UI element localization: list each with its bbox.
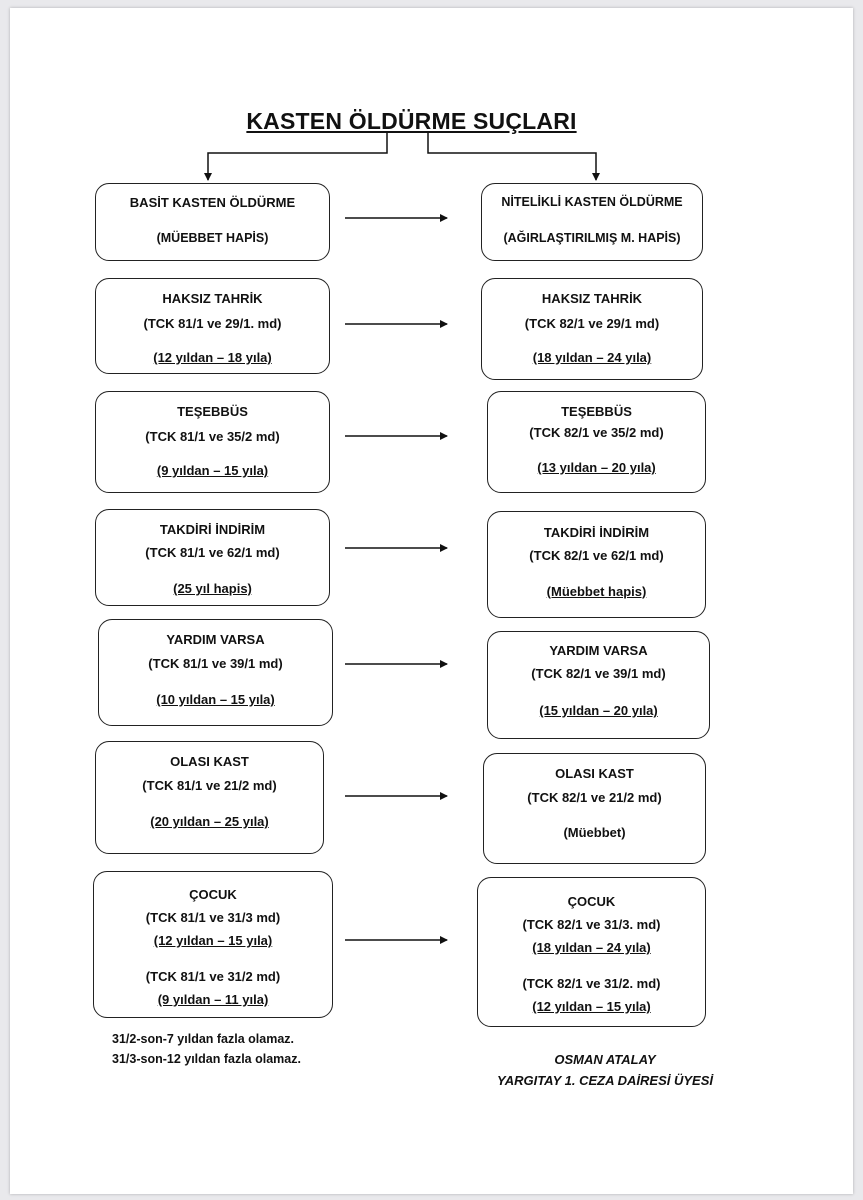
signature-role: YARGITAY 1. CEZA DAİRESİ ÜYESİ xyxy=(497,1073,713,1088)
box-penalty: (MÜEBBET HAPİS) xyxy=(156,231,269,245)
diagram-title: KASTEN ÖLDÜRME SUÇLARI xyxy=(246,108,577,134)
box-law-ref: (TCK 82/1 ve 29/1 md) xyxy=(524,316,660,331)
note-line-2: 31/3-son-12 yıldan fazla olamaz. xyxy=(112,1052,301,1066)
box-discretionary-left: TAKDİRİ İNDİRİM (TCK 81/1 ve 62/1 md) (2… xyxy=(95,509,330,606)
box-penalty: (12 yıldan – 18 yıla) xyxy=(153,350,272,365)
box-penalty: (12 yıldan – 15 yıla) xyxy=(153,933,273,948)
box-penalty: (Müebbet) xyxy=(563,825,626,840)
box-heading: HAKSIZ TAHRİK xyxy=(541,291,643,306)
box-assistance-right: YARDIM VARSA (TCK 82/1 ve 39/1 md) (15 y… xyxy=(487,631,710,739)
box-attempt-right: TEŞEBBÜS (TCK 82/1 ve 35/2 md) (13 yılda… xyxy=(487,391,706,493)
box-provocation-left: HAKSIZ TAHRİK (TCK 81/1 ve 29/1. md) (12… xyxy=(95,278,330,374)
box-heading: TEŞEBBÜS xyxy=(177,404,248,419)
box-law-ref-2: (TCK 82/1 ve 31/2. md) xyxy=(522,976,661,991)
box-penalty-2: (12 yıldan – 15 yıla) xyxy=(532,999,651,1014)
box-law-ref-2: (TCK 81/1 ve 31/2 md) xyxy=(145,969,281,984)
box-penalty: (10 yıldan – 15 yıla) xyxy=(156,692,275,707)
box-heading: NİTELİKLİ KASTEN ÖLDÜRME xyxy=(501,195,683,209)
box-heading: ÇOCUK xyxy=(189,887,237,902)
box-penalty: (20 yıldan – 25 yıla) xyxy=(150,814,269,829)
box-heading: ÇOCUK xyxy=(567,894,616,909)
box-heading: OLASI KAST xyxy=(555,766,634,781)
box-law-ref: (TCK 81/1 ve 31/3 md) xyxy=(145,910,281,925)
box-eventual-intent-left: OLASI KAST (TCK 81/1 ve 21/2 md) (20 yıl… xyxy=(95,741,324,854)
box-attempt-left: TEŞEBBÜS (TCK 81/1 ve 35/2 md) (9 yıldan… xyxy=(95,391,330,493)
box-law-ref: (TCK 82/1 ve 35/2 md) xyxy=(529,425,664,440)
signature-name: OSMAN ATALAY xyxy=(554,1052,656,1067)
box-penalty: (18 yıldan – 24 yıla) xyxy=(532,350,652,365)
box-heading: HAKSIZ TAHRİK xyxy=(162,291,263,306)
box-penalty: (13 yıldan – 20 yıla) xyxy=(537,460,656,475)
box-child-left: ÇOCUK (TCK 81/1 ve 31/3 md) (12 yıldan –… xyxy=(93,871,333,1018)
box-penalty: (AĞIRLAŞTIRILMIŞ M. HAPİS) xyxy=(503,231,681,245)
box-penalty: (15 yıldan – 20 yıla) xyxy=(539,703,658,718)
box-law-ref: (TCK 82/1 ve 39/1 md) xyxy=(531,666,666,681)
box-law-ref: (TCK 82/1 ve 31/3. md) xyxy=(522,917,661,932)
box-provocation-right: HAKSIZ TAHRİK (TCK 82/1 ve 29/1 md) (18 … xyxy=(481,278,703,380)
box-penalty-2: (9 yıldan – 11 yıla) xyxy=(157,992,269,1007)
box-law-ref: (TCK 81/1 ve 29/1. md) xyxy=(143,316,282,331)
box-heading: BASİT KASTEN ÖLDÜRME xyxy=(129,195,296,210)
box-penalty: (25 yıl hapis) xyxy=(173,581,252,596)
box-penalty: (18 yıldan – 24 yıla) xyxy=(532,940,651,955)
box-law-ref: (TCK 82/1 ve 62/1 md) xyxy=(529,548,664,563)
note-line-1: 31/2-son-7 yıldan fazla olamaz. xyxy=(112,1032,295,1046)
box-eventual-intent-right: OLASI KAST (TCK 82/1 ve 21/2 md) (Müebbe… xyxy=(483,753,706,864)
box-heading: TEŞEBBÜS xyxy=(561,404,632,419)
box-heading: YARDIM VARSA xyxy=(549,643,648,658)
box-heading: TAKDİRİ İNDİRİM xyxy=(543,525,650,540)
box-penalty: (Müebbet hapis) xyxy=(546,584,647,599)
box-basic-left: BASİT KASTEN ÖLDÜRME (MÜEBBET HAPİS) xyxy=(95,183,330,261)
box-law-ref: (TCK 81/1 ve 62/1 md) xyxy=(145,545,280,560)
box-assistance-left: YARDIM VARSA (TCK 81/1 ve 39/1 md) (10 y… xyxy=(98,619,333,726)
box-penalty: (9 yıldan – 15 yıla) xyxy=(156,463,269,478)
box-discretionary-right: TAKDİRİ İNDİRİM (TCK 82/1 ve 62/1 md) (M… xyxy=(487,511,706,618)
box-law-ref: (TCK 82/1 ve 21/2 md) xyxy=(527,790,662,805)
box-heading: YARDIM VARSA xyxy=(166,632,265,647)
box-basic-right: NİTELİKLİ KASTEN ÖLDÜRME (AĞIRLAŞTIRILMI… xyxy=(481,183,703,261)
box-heading: TAKDİRİ İNDİRİM xyxy=(159,522,266,537)
box-law-ref: (TCK 81/1 ve 35/2 md) xyxy=(145,429,280,444)
box-law-ref: (TCK 81/1 ve 21/2 md) xyxy=(142,778,277,793)
box-law-ref: (TCK 81/1 ve 39/1 md) xyxy=(148,656,283,671)
box-heading: OLASI KAST xyxy=(170,754,249,769)
box-child-right: ÇOCUK (TCK 82/1 ve 31/3. md) (18 yıldan … xyxy=(477,877,706,1027)
